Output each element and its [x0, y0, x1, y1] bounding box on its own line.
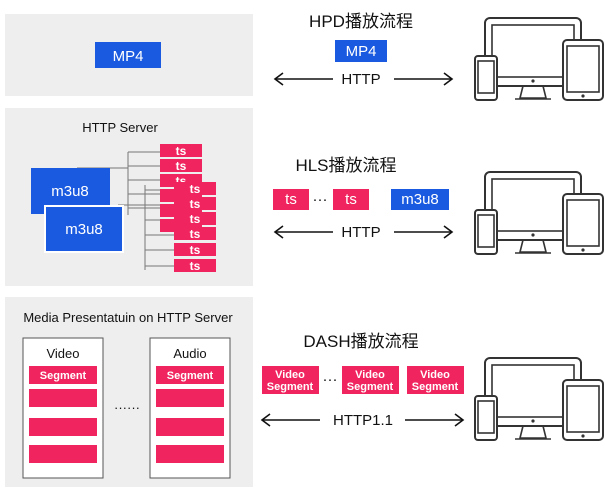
arrow-left-icon [274, 225, 334, 239]
hpd-mp4-label: MP4 [113, 48, 144, 65]
svg-text:ts: ts [190, 243, 201, 257]
svg-text:Video: Video [355, 369, 385, 381]
svg-text:Segment: Segment [347, 381, 394, 393]
svg-text:ts: ts [190, 212, 201, 226]
dash-audio-segment [156, 445, 224, 463]
dash-audio-segment [156, 389, 224, 407]
dash-video-label: Video [46, 346, 79, 361]
dash-server-label: Media Presentatuin on HTTP Server [23, 310, 233, 325]
svg-text:Segment: Segment [412, 381, 459, 393]
hpd-mp4-block [95, 42, 161, 68]
dash-video-segment-chip [262, 366, 319, 394]
dash-server-ellipsis: ······ [114, 400, 140, 415]
devices-icon [474, 171, 604, 255]
hls-playlist-a-label: m3u8 [51, 183, 89, 200]
dash-chip-ellipsis: ··· [323, 371, 338, 388]
dash-audio-segment [156, 366, 224, 384]
dash-video-segment-chip [342, 366, 399, 394]
arrow-right-icon [404, 413, 464, 427]
svg-text:Video: Video [420, 369, 450, 381]
hls-segment-stack-b: ts ts ts ts ts ts [174, 182, 216, 273]
svg-text:Video: Video [275, 369, 305, 381]
svg-text:Segment: Segment [267, 381, 314, 393]
devices-icon [474, 17, 604, 101]
svg-text:ts: ts [190, 259, 201, 273]
hpd-title: HPD播放流程 [309, 12, 413, 31]
hls-ts-chip-2 [333, 189, 369, 210]
hls-server-label: HTTP Server [82, 120, 158, 135]
arrow-right-icon [393, 225, 453, 239]
dash-video-segment [29, 366, 97, 384]
svg-text:m3u8: m3u8 [401, 191, 439, 208]
hls-protocol: HTTP [341, 224, 380, 241]
dash-protocol: HTTP1.1 [333, 412, 393, 429]
dash-audio-label: Audio [173, 346, 206, 361]
dash-title: DASH播放流程 [303, 332, 418, 351]
svg-text:ts: ts [176, 144, 187, 158]
svg-text:Segment: Segment [40, 370, 87, 382]
arrow-right-icon [393, 72, 453, 86]
hpd-mp4-chip-label: MP4 [346, 43, 377, 60]
hls-m3u8-chip [391, 189, 449, 210]
svg-text:ts: ts [345, 191, 357, 208]
dash-video-segment [29, 389, 97, 407]
dash-video-segment-chip [407, 366, 464, 394]
dash-video-segment [29, 445, 97, 463]
hls-ellipsis: ··· [313, 191, 328, 208]
hls-playlist-b-label: m3u8 [65, 221, 103, 238]
arrow-left-icon [274, 72, 334, 86]
hpd-protocol: HTTP [341, 71, 380, 88]
hls-playlist-b [46, 207, 122, 251]
svg-text:ts: ts [190, 182, 201, 196]
svg-text:ts: ts [176, 159, 187, 173]
arrow-left-icon [261, 413, 321, 427]
svg-text:Segment: Segment [167, 370, 214, 382]
hpd-mp4-chip [335, 40, 387, 62]
dash-video-segment [29, 418, 97, 436]
svg-text:ts: ts [190, 227, 201, 241]
devices-icon [474, 357, 604, 441]
svg-text:ts: ts [190, 197, 201, 211]
dash-audio-segment [156, 418, 224, 436]
svg-text:ts: ts [285, 191, 297, 208]
svg-text:ts: ts [176, 174, 187, 188]
hls-ts-chip-1 [273, 189, 309, 210]
hls-title: HLS播放流程 [295, 156, 396, 175]
